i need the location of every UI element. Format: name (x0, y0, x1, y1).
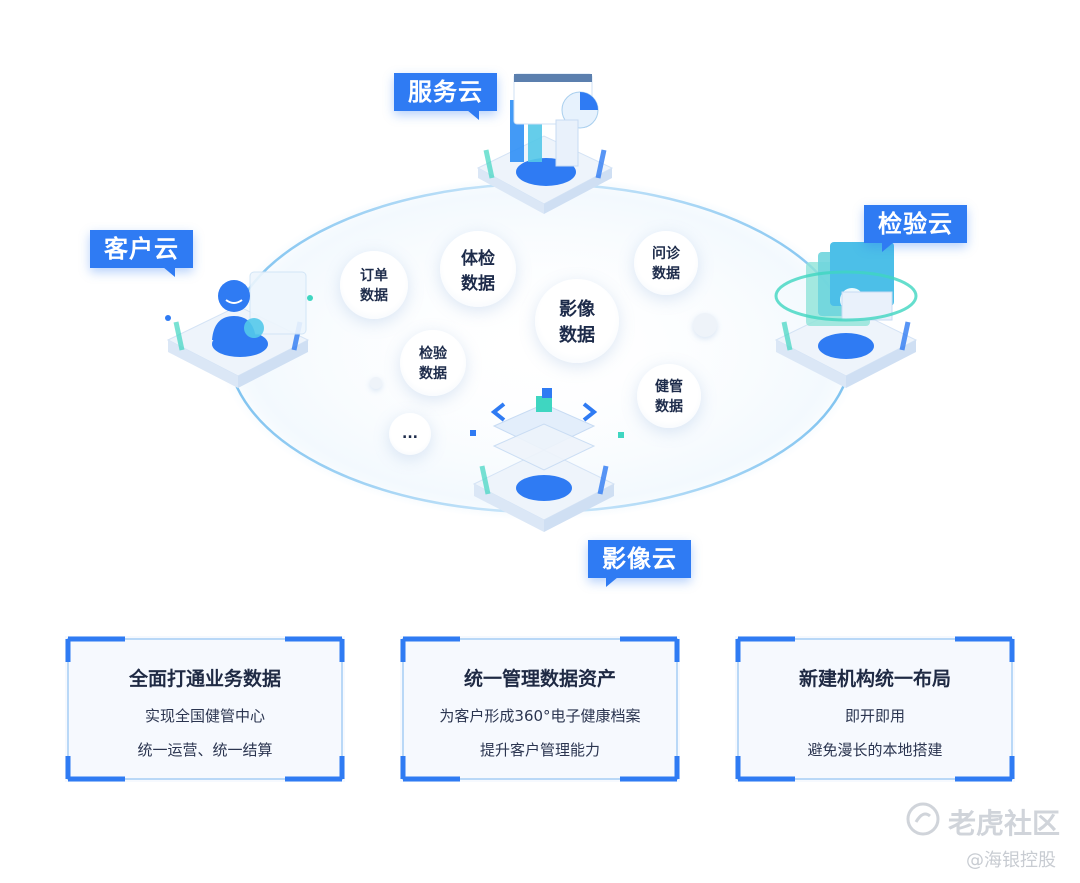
card-title: 全面打通业务数据 (128, 668, 281, 690)
card-line: 为客户形成360°电子健康档案 (439, 707, 641, 725)
card-line: 避免漫长的本地搭建 (807, 741, 943, 759)
image-data-bubble: 影像 数据 (535, 279, 619, 363)
imaging-cloud-platform (470, 388, 624, 532)
watermark-handle: @海银控股 (966, 850, 1056, 871)
physical-data-bubble: 体检 数据 (440, 231, 516, 307)
health-data-label: 健管 数据 (655, 379, 683, 415)
service-cloud-label: 服务云 (394, 73, 497, 120)
card-line: 统一运营、统一结算 (137, 741, 273, 759)
card-line: 提升客户管理能力 (479, 741, 600, 759)
order-data-bubble: 订单 数据 (340, 251, 408, 319)
more-data-label: ... (402, 426, 418, 442)
card-line: 即开即用 (844, 707, 905, 725)
consult-data-label: 问诊 数据 (652, 246, 680, 282)
card-title: 统一管理数据资产 (463, 668, 616, 690)
inspection-cloud-label: 检验云 (864, 205, 967, 252)
order-data-label: 订单 数据 (360, 268, 388, 304)
card-title: 新建机构统一布局 (798, 668, 951, 690)
customer-cloud-label: 客户云 (90, 230, 193, 277)
more-data-bubble: ... (389, 413, 431, 455)
feature-card-3: 新建机构统一布局 即开即用 避免漫长的本地搭建 (735, 636, 1015, 782)
customer-cloud-platform (165, 271, 313, 388)
watermark-brand: 老虎社区 (948, 807, 1061, 840)
decor-dot (693, 313, 717, 337)
image-data-label: 影像 数据 (559, 299, 595, 346)
inspection-cloud-platform (774, 242, 918, 388)
lab-data-bubble: 检验 数据 (400, 330, 466, 396)
physical-data-label: 体检 数据 (461, 249, 495, 294)
card-frame (735, 636, 1015, 782)
card-frame (65, 636, 345, 782)
imaging-cloud-label: 影像云 (588, 540, 691, 587)
feature-card-1: 全面打通业务数据 实现全国健管中心 统一运营、统一结算 (65, 636, 345, 782)
decor-dot (370, 377, 382, 389)
feature-card-2: 统一管理数据资产 为客户形成360°电子健康档案 提升客户管理能力 (400, 636, 680, 782)
card-frame (400, 636, 680, 782)
service-cloud-platform (476, 73, 614, 214)
consult-data-bubble: 问诊 数据 (634, 231, 698, 295)
card-line: 实现全国健管中心 (144, 707, 265, 725)
health-data-bubble: 健管 数据 (637, 364, 701, 428)
lab-data-label: 检验 数据 (419, 346, 447, 382)
tiger-logo-icon (906, 802, 940, 836)
